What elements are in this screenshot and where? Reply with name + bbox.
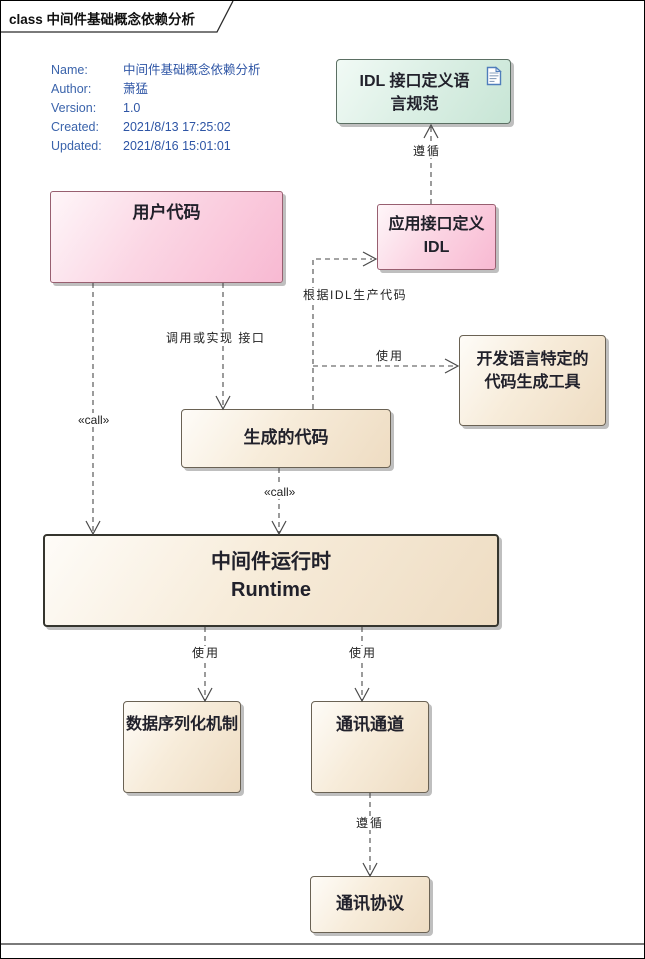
node-title: 通讯协议 xyxy=(336,894,404,913)
node-title-line: 代码生成工具 xyxy=(484,374,581,392)
info-label: Updated: xyxy=(51,139,102,153)
node-title-line: 中间件运行时 xyxy=(211,551,331,573)
info-label: Name: xyxy=(51,63,88,77)
info-row-updated: Updated: 2021/8/16 15:01:01 xyxy=(51,137,261,156)
node-serialization[interactable]: 数据序列化机制 xyxy=(123,701,241,793)
node-title: 用户代码 xyxy=(132,203,201,222)
node-channel[interactable]: 通讯通道 xyxy=(311,701,429,793)
info-row-created: Created: 2021/8/13 17:25:02 xyxy=(51,118,261,137)
document-icon xyxy=(486,66,502,91)
node-title-line: 开发语言特定的 xyxy=(476,351,589,368)
node-title-line: 言规范 xyxy=(390,96,439,114)
diagram-info-block: Name: 中间件基础概念依赖分析 Author: 萧猛 Version: 1.0 C… xyxy=(51,61,261,156)
node-title: 通讯通道 xyxy=(336,715,404,734)
node-idl-spec[interactable]: IDL 接口定义语 言规范 xyxy=(336,59,511,124)
node-title-line: 应用接口定义 xyxy=(388,216,485,233)
node-title: 生成的代码 xyxy=(243,428,329,447)
connector-label-use-serialization: 使用 xyxy=(190,646,223,660)
connector-label-call-mid: «call» xyxy=(262,485,298,499)
info-label: Author: xyxy=(51,82,92,96)
node-title-line: Runtime xyxy=(231,579,311,601)
frame-tab-label: class 中间件基础概念依赖分析 xyxy=(9,12,196,27)
connector-label-call-or-implement: 调用或实现 接口 xyxy=(164,331,268,345)
node-generated-code[interactable]: 生成的代码 xyxy=(181,409,391,468)
connector-label-use-tool: 使用 xyxy=(374,349,407,363)
connector-label-follow-bottom: 遵循 xyxy=(354,816,387,830)
node-title: 数据序列化机制 xyxy=(125,716,238,733)
info-value: 2021/8/13 17:25:02 xyxy=(123,120,231,134)
node-codegen-tool[interactable]: 开发语言特定的 代码生成工具 xyxy=(459,335,606,426)
info-label: Version: xyxy=(51,101,97,115)
connector-label-generate-from-idl: 根据IDL生产代码 xyxy=(301,288,410,302)
node-title-line: IDL 接口定义语 xyxy=(359,73,470,90)
node-middleware-runtime[interactable]: 中间件运行时 Runtime xyxy=(43,534,499,627)
info-value: 1.0 xyxy=(123,101,141,115)
info-label: Created: xyxy=(51,120,99,134)
node-title-line: IDL xyxy=(423,239,450,257)
info-row-version: Version: 1.0 xyxy=(51,99,261,118)
info-value: 2021/8/16 15:01:01 xyxy=(123,139,231,153)
node-app-idl[interactable]: 应用接口定义 IDL xyxy=(377,204,496,270)
connector-label-follow-top: 遵循 xyxy=(411,144,444,158)
info-value: 萧猛 xyxy=(123,82,149,96)
info-row-author: Author: 萧猛 xyxy=(51,80,261,99)
node-user-code[interactable]: 用户代码 xyxy=(50,191,283,283)
connector-label-call-left: «call» xyxy=(76,413,112,427)
node-protocol[interactable]: 通讯协议 xyxy=(310,876,430,933)
info-row-name: Name: 中间件基础概念依赖分析 xyxy=(51,61,261,80)
connector-label-use-channel: 使用 xyxy=(347,646,380,660)
info-value: 中间件基础概念依赖分析 xyxy=(123,63,261,77)
